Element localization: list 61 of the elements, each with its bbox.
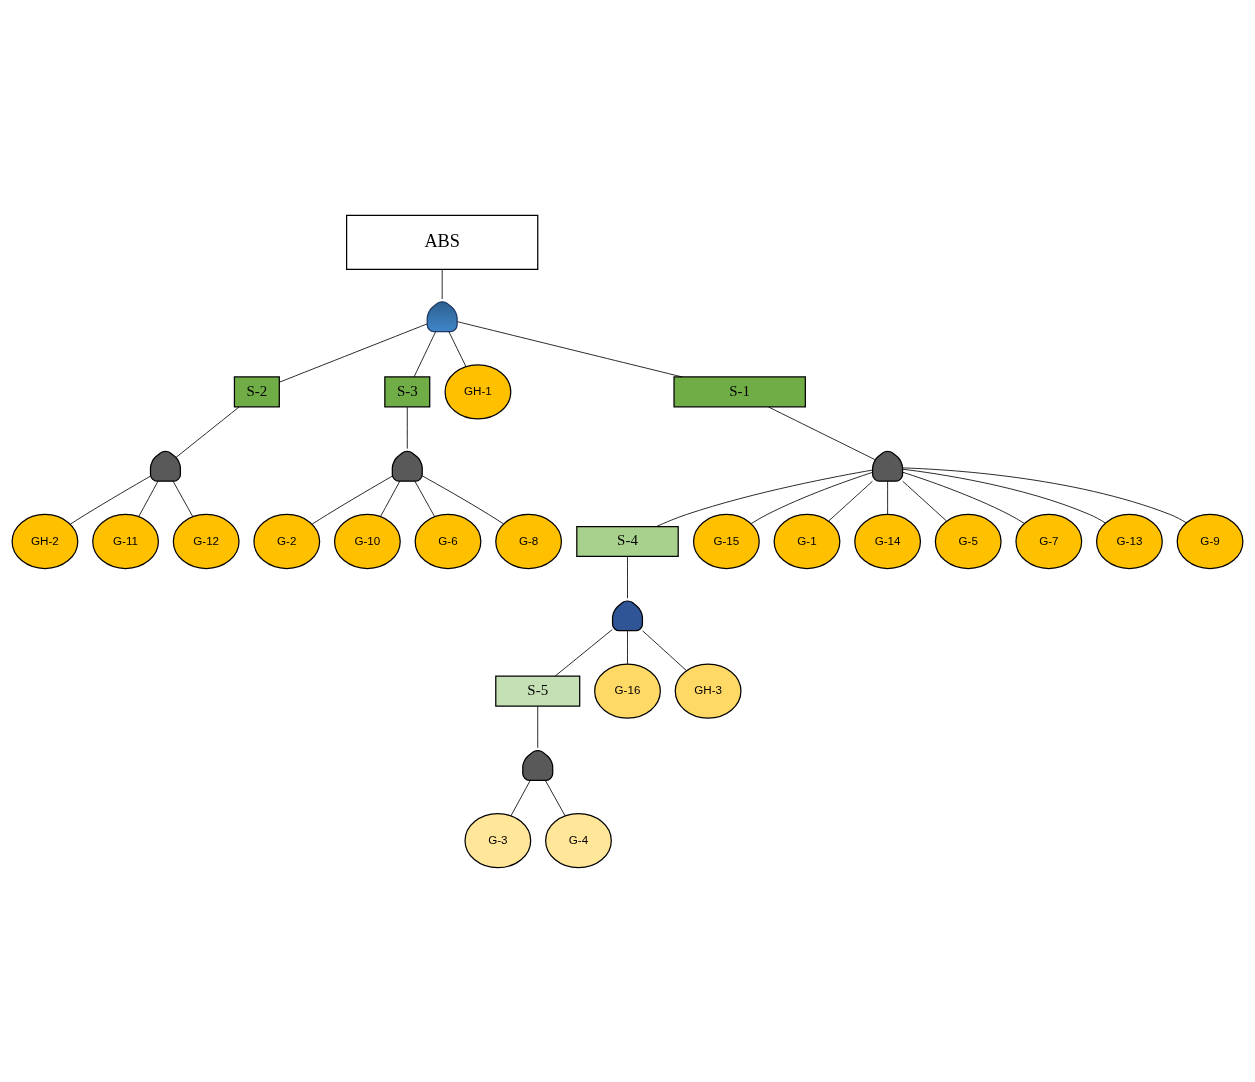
connector	[138, 480, 159, 517]
node-gate	[522, 749, 554, 781]
connector	[69, 475, 151, 525]
node-ellipse: G-10	[333, 513, 401, 569]
node-box: S-1	[673, 375, 806, 407]
connector	[406, 406, 408, 449]
connector	[278, 323, 428, 383]
node-gate	[872, 450, 904, 482]
connector	[887, 480, 889, 515]
node-ellipse: G-8	[495, 513, 563, 569]
connector	[172, 480, 194, 517]
node-ellipse: G-3	[464, 812, 532, 868]
connector	[627, 555, 628, 599]
connector	[545, 779, 566, 816]
connector	[380, 480, 401, 517]
connector	[311, 475, 393, 525]
node-gate	[391, 450, 423, 482]
connector	[768, 406, 876, 460]
connector	[422, 475, 504, 524]
connector	[828, 480, 873, 521]
node-box: S-4	[576, 525, 679, 557]
connector	[456, 320, 683, 377]
connector	[441, 268, 443, 299]
node-ellipse: G-4	[545, 812, 612, 868]
node-ellipse: G-7	[1015, 513, 1083, 569]
node-ellipse: GH-2	[11, 513, 79, 569]
node-box: S-2	[233, 375, 280, 407]
node-ellipse: G-16	[594, 662, 661, 719]
connector	[902, 471, 1025, 524]
connector	[175, 406, 240, 458]
node-gate	[611, 599, 644, 631]
node-ellipse: G-5	[934, 513, 1002, 569]
node-ellipse: G-15	[692, 513, 760, 569]
node-ellipse: G-1	[773, 513, 841, 569]
connector	[627, 629, 628, 664]
node-ellipse: G-12	[172, 513, 240, 569]
node-ellipse: G-6	[414, 513, 482, 569]
node-box: S-3	[384, 375, 431, 407]
node-gate	[149, 450, 182, 482]
node-ellipse: GH-3	[674, 662, 742, 719]
node-ellipse: G-9	[1176, 513, 1244, 569]
node-ellipse: G-11	[92, 513, 159, 569]
node-ellipse: G-2	[253, 513, 321, 569]
connector	[902, 480, 947, 521]
connector	[554, 628, 613, 676]
node-gate	[426, 300, 458, 332]
connector	[902, 468, 1106, 523]
node-ellipse: GH-1	[444, 363, 512, 420]
connector	[414, 480, 435, 517]
connector	[413, 330, 437, 377]
connector	[642, 629, 687, 671]
connector	[902, 466, 1187, 523]
connector	[510, 779, 531, 816]
connector	[537, 705, 539, 748]
node-ellipse: G-13	[1096, 513, 1163, 569]
node-box: ABS	[346, 214, 539, 270]
node-box: S-5	[495, 675, 581, 707]
node-ellipse: G-14	[854, 513, 922, 569]
connector	[448, 330, 467, 367]
connector	[750, 471, 873, 524]
connector	[656, 469, 873, 527]
